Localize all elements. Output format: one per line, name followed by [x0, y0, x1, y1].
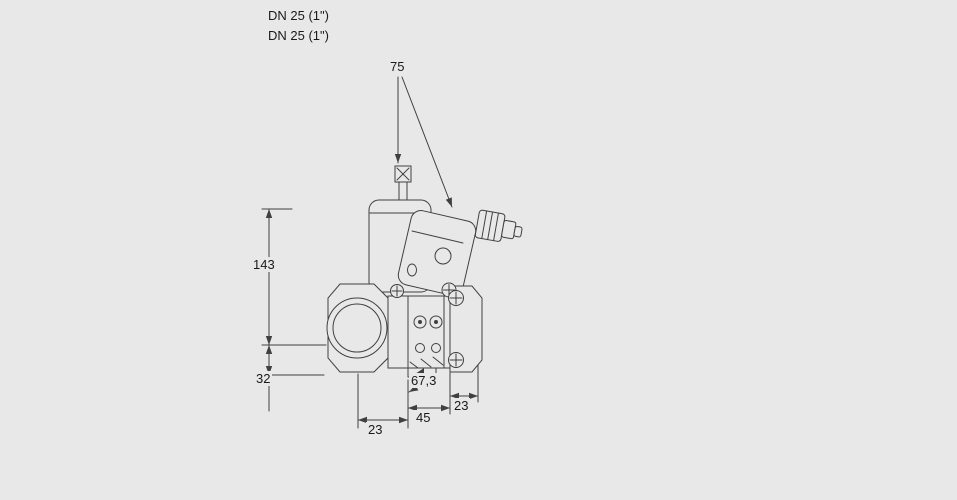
terminal-box [397, 210, 477, 296]
valve-body [326, 282, 483, 378]
dim-23-right-label: 23 [452, 398, 471, 413]
dim-32-label: 32 [254, 371, 273, 386]
connector-plug [474, 209, 523, 242]
dim-23-right-lines [449, 363, 479, 403]
dim-23-left-lines [357, 373, 409, 429]
dim-67-3-label: 67,3 [409, 373, 439, 388]
dim-45-lines [407, 372, 451, 415]
dim-45-label: 45 [414, 410, 433, 425]
dim-75-lines [394, 76, 453, 208]
dim-23-left-label: 23 [366, 422, 385, 437]
dn-size-label-2: DN 25 (1") [268, 28, 329, 43]
dim-143-lines [261, 208, 327, 346]
dn-size-label-1: DN 25 (1") [268, 8, 329, 23]
dim-75-label: 75 [388, 59, 407, 74]
dim-143-label: 143 [251, 257, 277, 272]
